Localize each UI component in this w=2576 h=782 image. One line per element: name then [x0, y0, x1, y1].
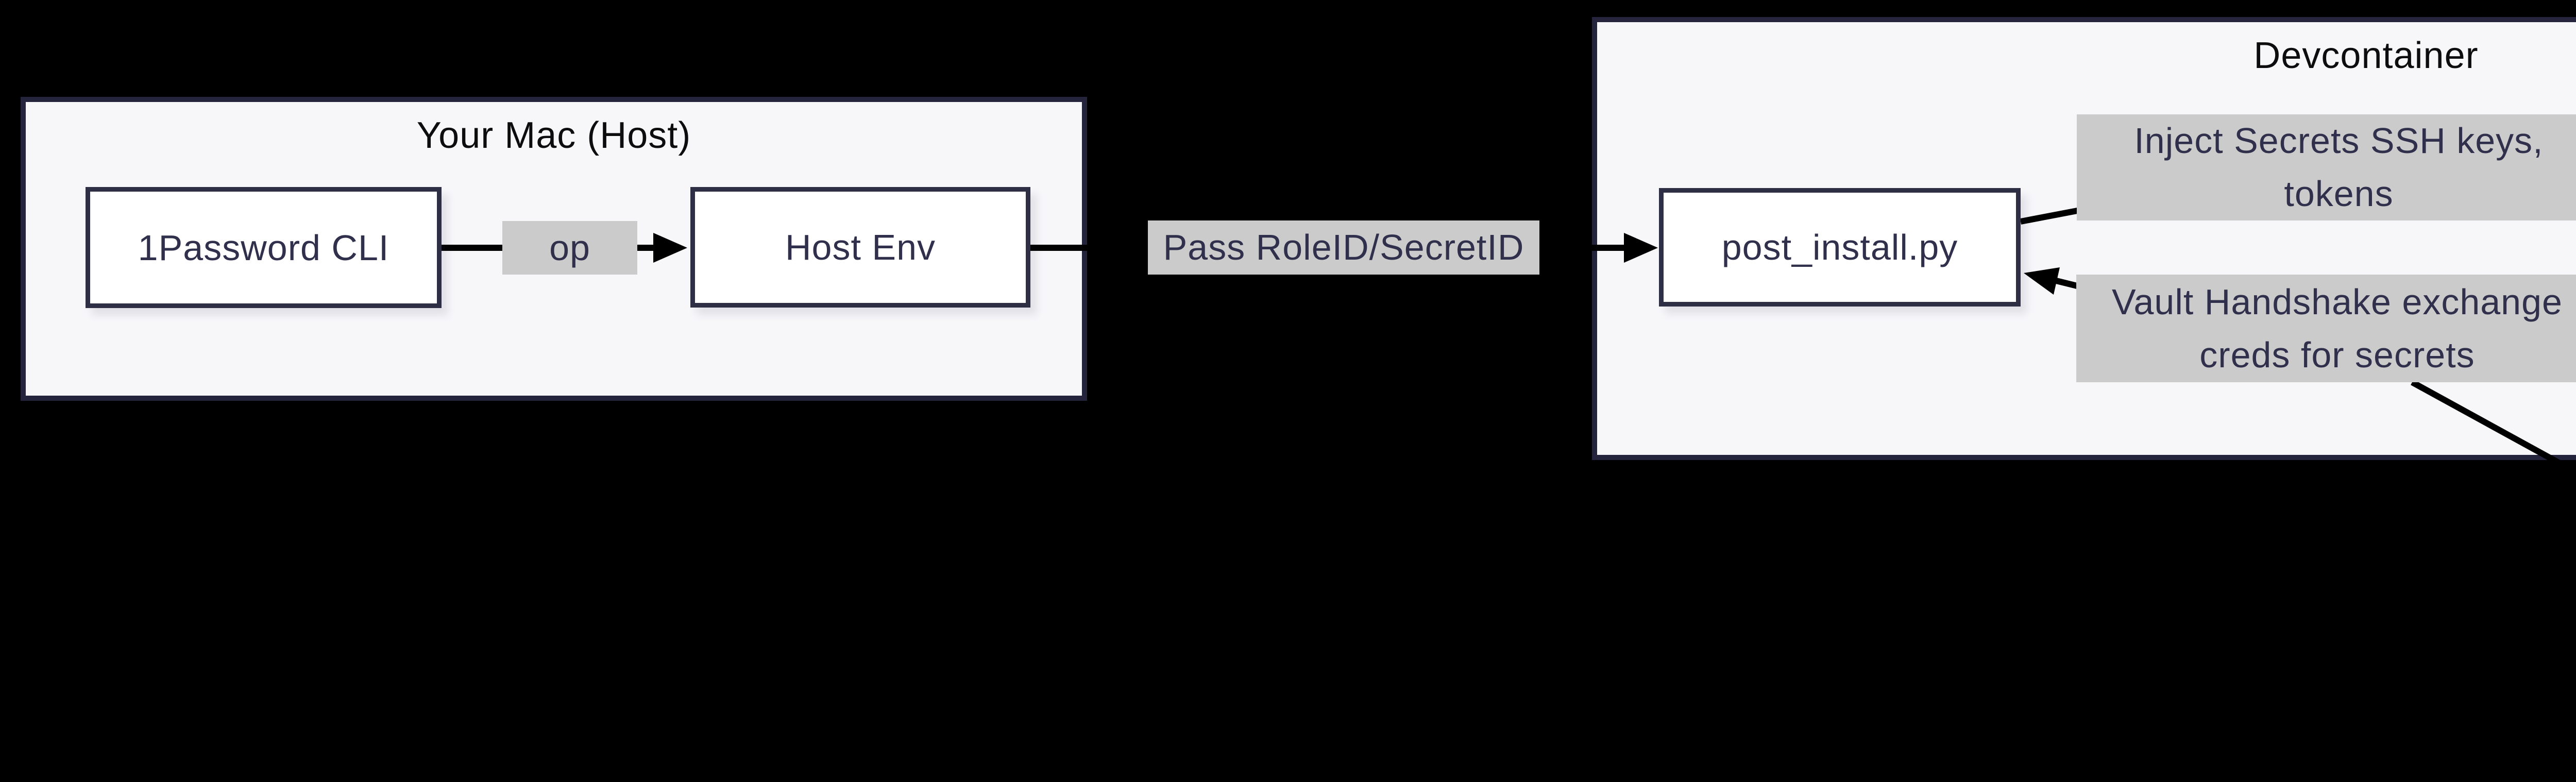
arrowhead-into-postinstall-left: [1624, 233, 1658, 263]
arrowhead-into-hostenv: [653, 233, 687, 263]
edge-label-inject-line1: Inject Secrets SSH keys,: [2134, 121, 2544, 161]
edge-label-inject-line2: tokens: [2284, 174, 2394, 214]
node-1password-cli: 1Password CLI: [86, 187, 442, 308]
devcontainer-title: Devcontainer: [2253, 35, 2479, 76]
host-container-title: Your Mac (Host): [416, 115, 691, 156]
edge-label-op: op: [502, 221, 637, 275]
node-host-env-label: Host Env: [785, 227, 936, 267]
edge-label-vault-handshake: Vault Handshake exchange creds for secre…: [2076, 275, 2576, 382]
edge-label-inject-secrets: Inject Secrets SSH keys, tokens: [2077, 114, 2576, 220]
edge-label-op-text: op: [549, 227, 590, 268]
edge-label-handshake-line2: creds for secrets: [2199, 334, 2475, 375]
node-post-install: post_install.py: [1659, 188, 2021, 307]
edge-vault-to-handshake-label: [2411, 379, 2576, 476]
node-post-install-label: post_install.py: [1721, 227, 1958, 267]
arrowhead-into-postinstall-right: [2024, 267, 2060, 295]
edge-label-handshake-line1: Vault Handshake exchange: [2112, 281, 2563, 322]
edge-label-pass-roleid-secretid: Pass RoleID/SecretID: [1148, 220, 1539, 275]
node-host-env: Host Env: [690, 187, 1030, 308]
edge-label-pass-text: Pass RoleID/SecretID: [1163, 227, 1524, 267]
node-1password-cli-label: 1Password CLI: [138, 227, 389, 268]
